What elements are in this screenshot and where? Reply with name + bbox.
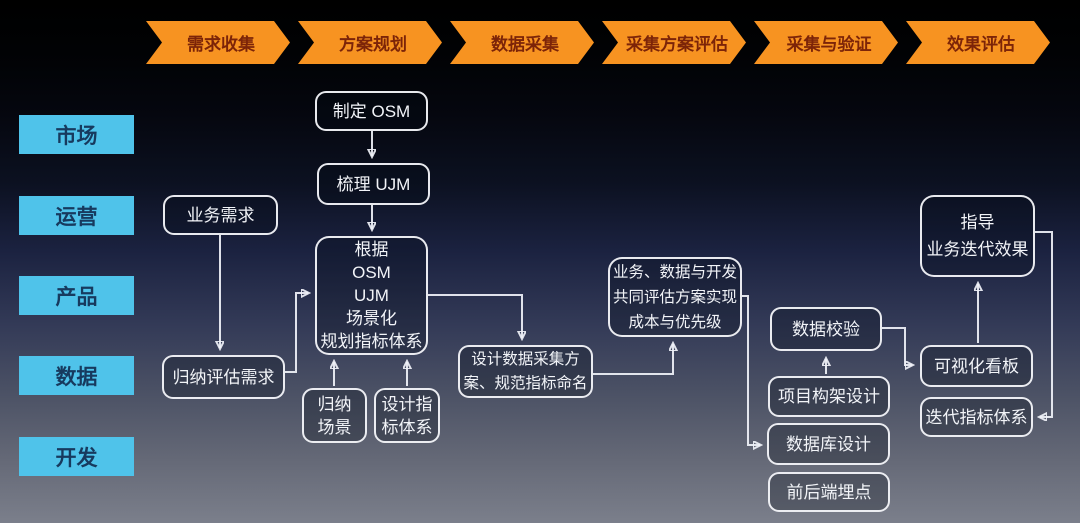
connector-evalcost-to-dbdesign (742, 295, 760, 445)
stage-arrow-plan-eval: 采集方案评估 (602, 21, 746, 64)
node-eval-cost: 业务、数据与开发 共同评估方案实现 成本与优先级 (608, 257, 742, 337)
role-box-market: 市场 (19, 115, 134, 154)
node-make-osm: 制定 OSM (315, 91, 428, 131)
node-project-arch: 项目构架设计 (768, 376, 890, 417)
stage-arrow-collect-verify: 采集与验证 (754, 21, 898, 64)
node-collect-plan: 设计数据采集方 案、规范指标命名 (458, 345, 593, 398)
node-fe-be-track: 前后端埋点 (768, 472, 890, 512)
connector-datacheck-to-dashboard (882, 327, 912, 365)
stage-arrow-plan: 方案规划 (298, 21, 442, 64)
role-box-development: 开发 (19, 437, 134, 476)
node-db-design: 数据库设计 (767, 423, 890, 465)
node-guide-effect: 指导 业务迭代效果 (920, 195, 1035, 277)
role-box-product: 产品 (19, 276, 134, 315)
node-biz-need: 业务需求 (163, 195, 278, 235)
stage-arrow-collection: 数据采集 (450, 21, 594, 64)
connector-base-to-collectplan (428, 294, 522, 338)
node-data-check: 数据校验 (770, 307, 882, 351)
role-box-data: 数据 (19, 356, 134, 395)
connector-collectplan-to-evalcost (593, 344, 673, 375)
connector-guide-to-itermetric (1035, 231, 1053, 417)
node-dashboard: 可视化看板 (920, 345, 1033, 387)
node-sum-scene: 归纳 场景 (302, 388, 367, 443)
node-sum-need: 归纳评估需求 (162, 355, 285, 399)
stage-arrow-requirements: 需求收集 (146, 21, 290, 64)
node-iter-metric: 迭代指标体系 (920, 397, 1033, 437)
connector-sumneed-to-base (285, 293, 308, 373)
stage-arrow-effect-eval: 效果评估 (906, 21, 1050, 64)
node-design-metric: 设计指 标体系 (374, 388, 440, 443)
role-box-operations: 运营 (19, 196, 134, 235)
node-base-plan: 根据 OSM UJM 场景化 规划指标体系 (315, 236, 428, 355)
node-sort-ujm: 梳理 UJM (317, 163, 430, 205)
